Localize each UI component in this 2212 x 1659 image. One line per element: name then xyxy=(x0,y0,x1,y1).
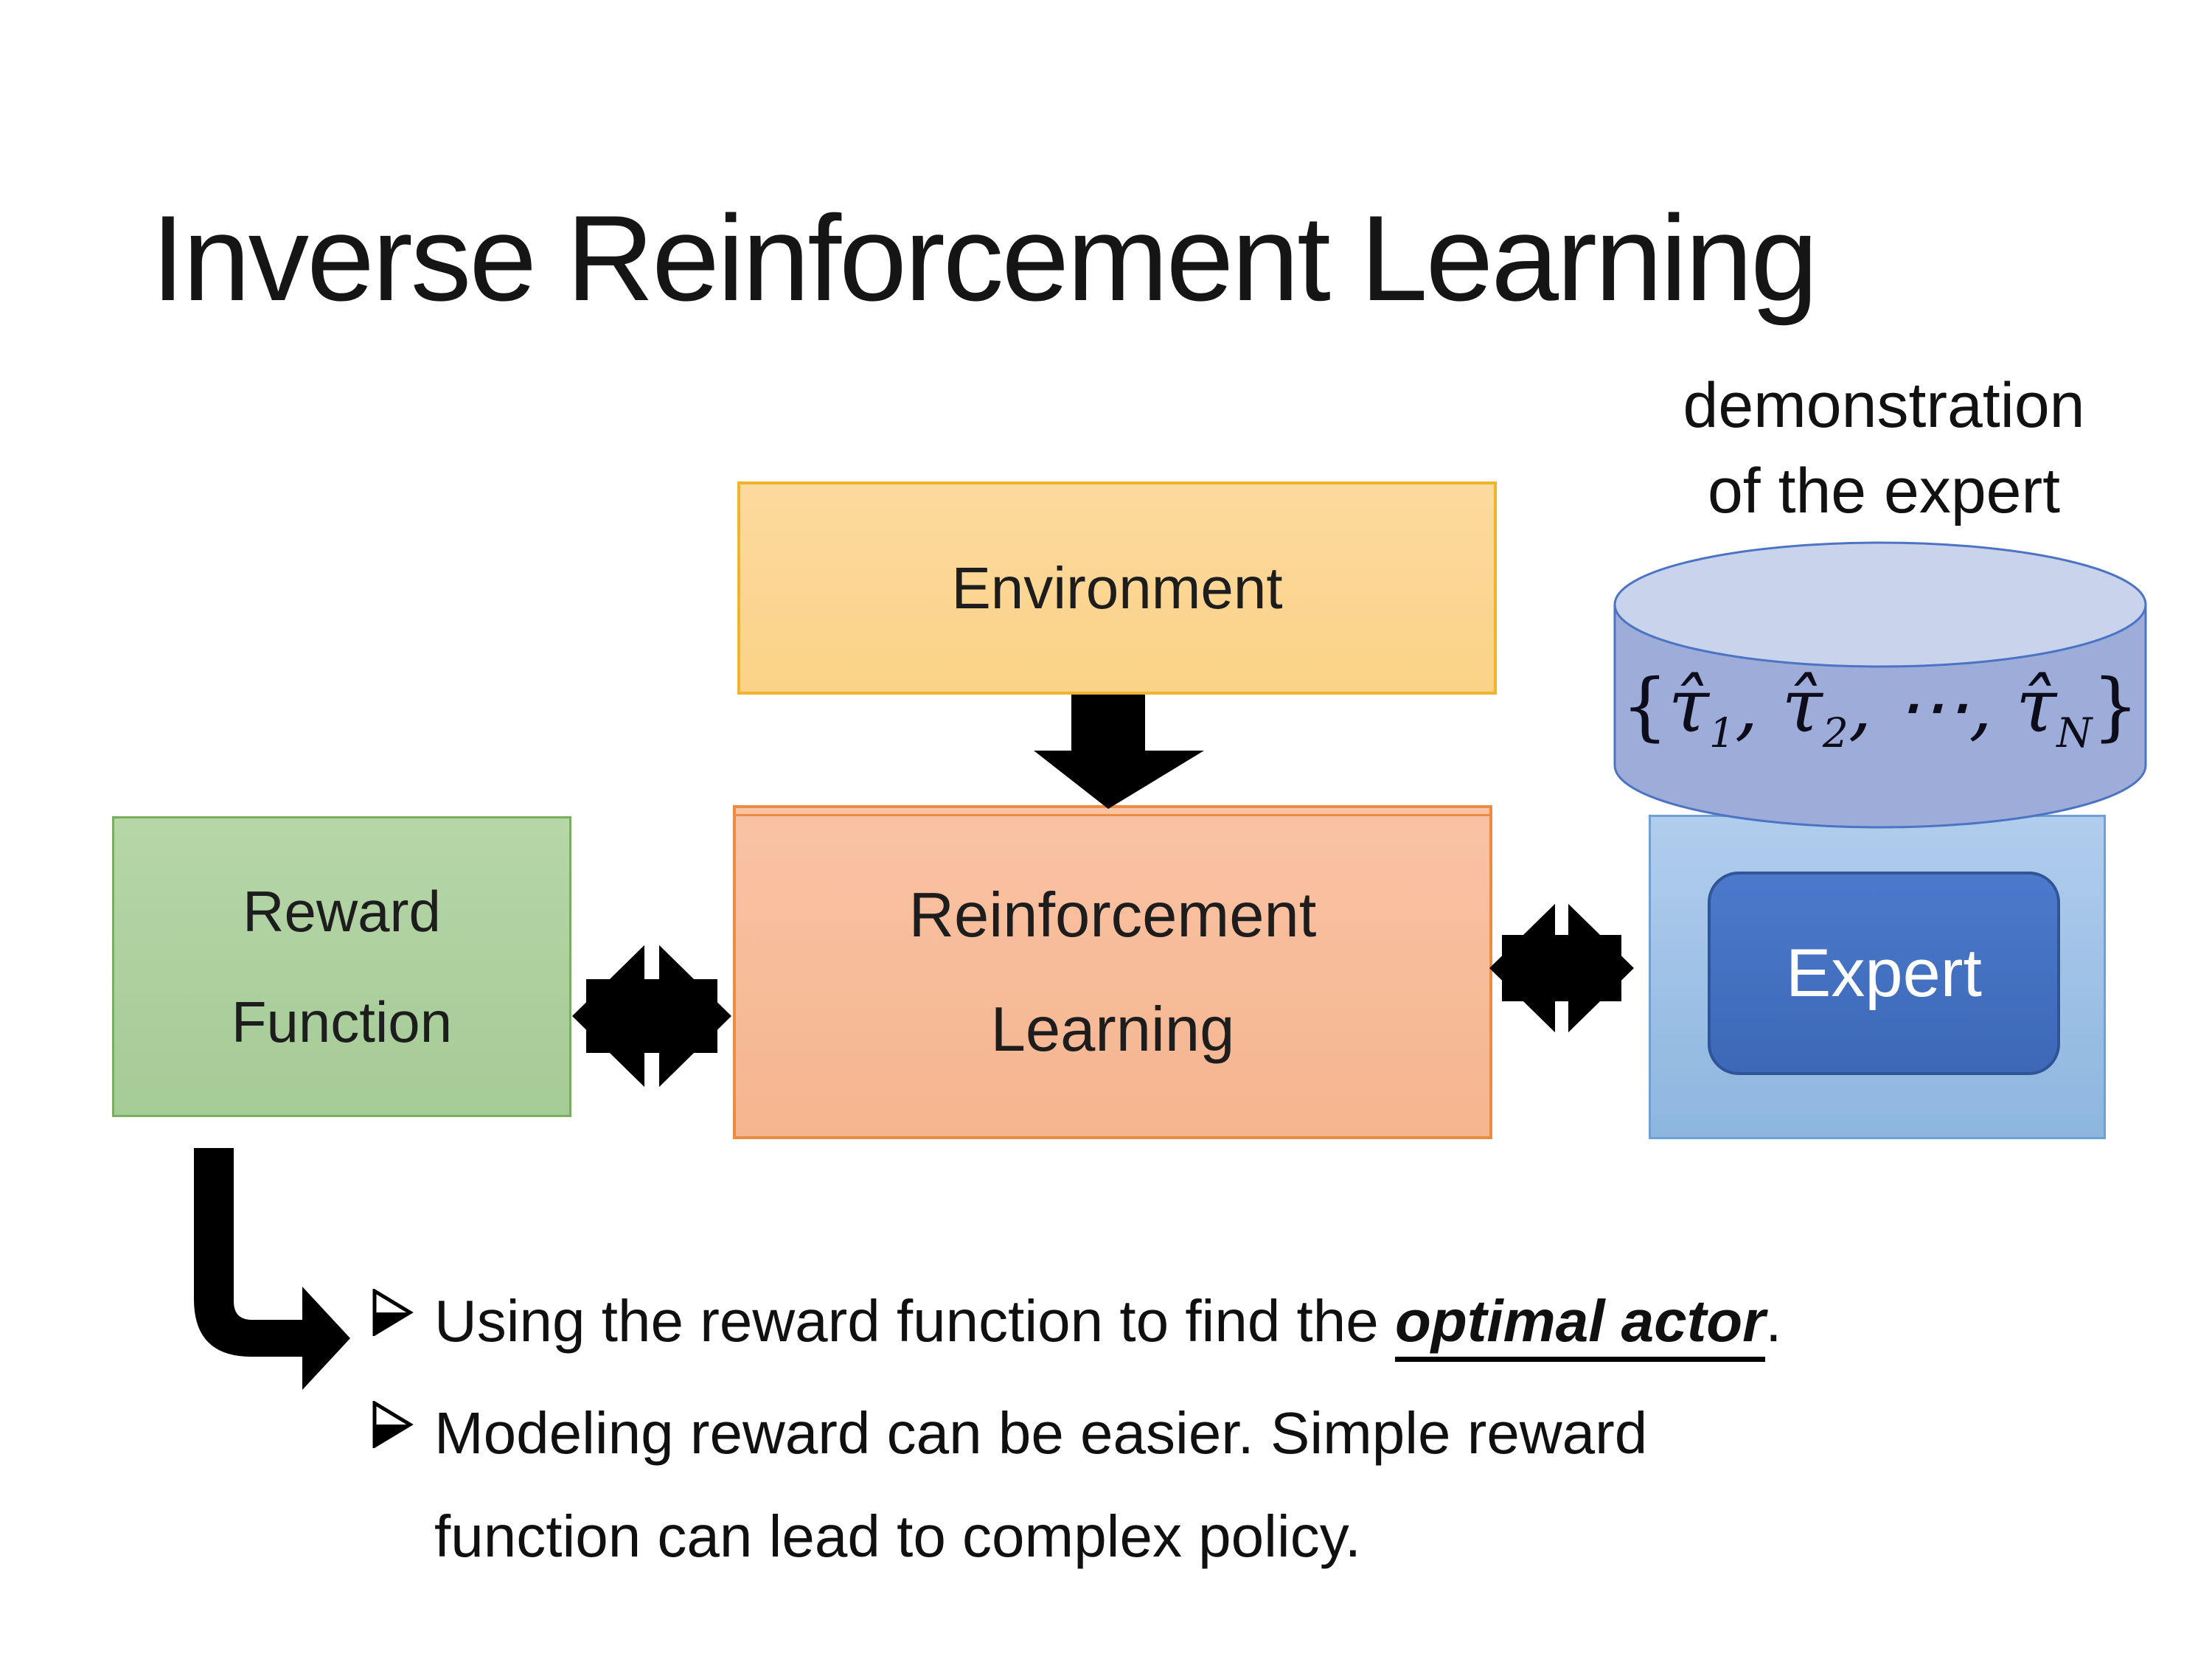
formula-open-brace: { xyxy=(1621,663,1669,749)
expert-label: Expert xyxy=(1786,935,1982,1011)
reward-function-label-line1: Reward xyxy=(243,879,441,944)
expert-box: Expert xyxy=(1708,872,2060,1075)
bullet-text-1: Using the reward function to find the op… xyxy=(434,1270,1782,1373)
bullet-list: Using the reward function to find the op… xyxy=(372,1270,2068,1597)
elbow-arrow-icon xyxy=(194,1148,350,1390)
formula-close-brace: } xyxy=(2092,663,2140,749)
demonstration-label: demonstration of the expert xyxy=(1622,363,2146,534)
bullet-arrow-icon xyxy=(372,1289,414,1336)
rl-label-line1: Reinforcement xyxy=(908,880,1317,950)
bullet-item-2: Modeling reward can be easier. Simple re… xyxy=(372,1382,2068,1588)
environment-label: Environment xyxy=(951,554,1283,621)
reward-function-label-line2: Function xyxy=(231,990,453,1054)
rl-label-line2: Learning xyxy=(990,994,1235,1065)
reward-function-box: Reward Function xyxy=(112,816,571,1117)
bullet-text-2: Modeling reward can be easier. Simple re… xyxy=(434,1400,1648,1569)
environment-box: Environment xyxy=(737,481,1497,695)
bullet-arrow-icon xyxy=(372,1401,414,1448)
optimal-actor-emphasis: optimal actor xyxy=(1394,1288,1766,1362)
double-arrow-icon-right xyxy=(1489,897,1634,1039)
demonstration-label-line1: demonstration xyxy=(1683,370,2085,441)
reinforcement-learning-box: Reinforcement Learning xyxy=(733,805,1492,1139)
double-arrow-icon-left xyxy=(572,938,731,1094)
dataset-formula: {τ̂1, τ̂2, ⋯, τ̂N} xyxy=(1621,663,2140,757)
down-arrow-icon xyxy=(1034,695,1204,809)
rl-box-top-line xyxy=(736,814,1489,816)
demonstration-label-line2: of the expert xyxy=(1707,456,2061,526)
bullet-item-1: Using the reward function to find the op… xyxy=(372,1270,2068,1373)
page-title: Inverse Reinforcement Learning xyxy=(151,190,1818,326)
